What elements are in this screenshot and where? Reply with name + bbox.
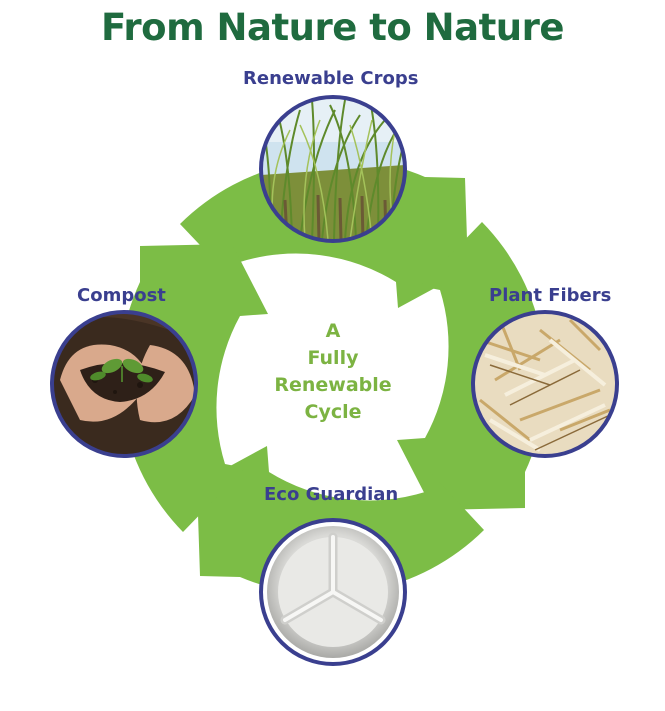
eco-guardian-plate-image xyxy=(259,518,407,666)
center-line-3: Renewable xyxy=(274,374,392,396)
page-title: From Nature to Nature xyxy=(101,6,564,49)
center-line-2: Fully xyxy=(307,347,359,369)
stage-label-compost: Compost xyxy=(77,285,166,306)
compost-hands-image xyxy=(50,310,198,458)
stage-label-plant-fibers: Plant Fibers xyxy=(489,285,612,306)
stage-label-eco-guardian: Eco Guardian xyxy=(264,484,399,505)
plant-fibers-image xyxy=(471,310,619,458)
sugarcane-crops-image xyxy=(259,95,407,243)
stage-label-renewable-crops: Renewable Crops xyxy=(243,68,419,89)
center-line-1: A xyxy=(325,320,341,342)
cycle-center-text: A Fully Renewable Cycle xyxy=(262,318,404,426)
center-line-4: Cycle xyxy=(304,401,362,423)
